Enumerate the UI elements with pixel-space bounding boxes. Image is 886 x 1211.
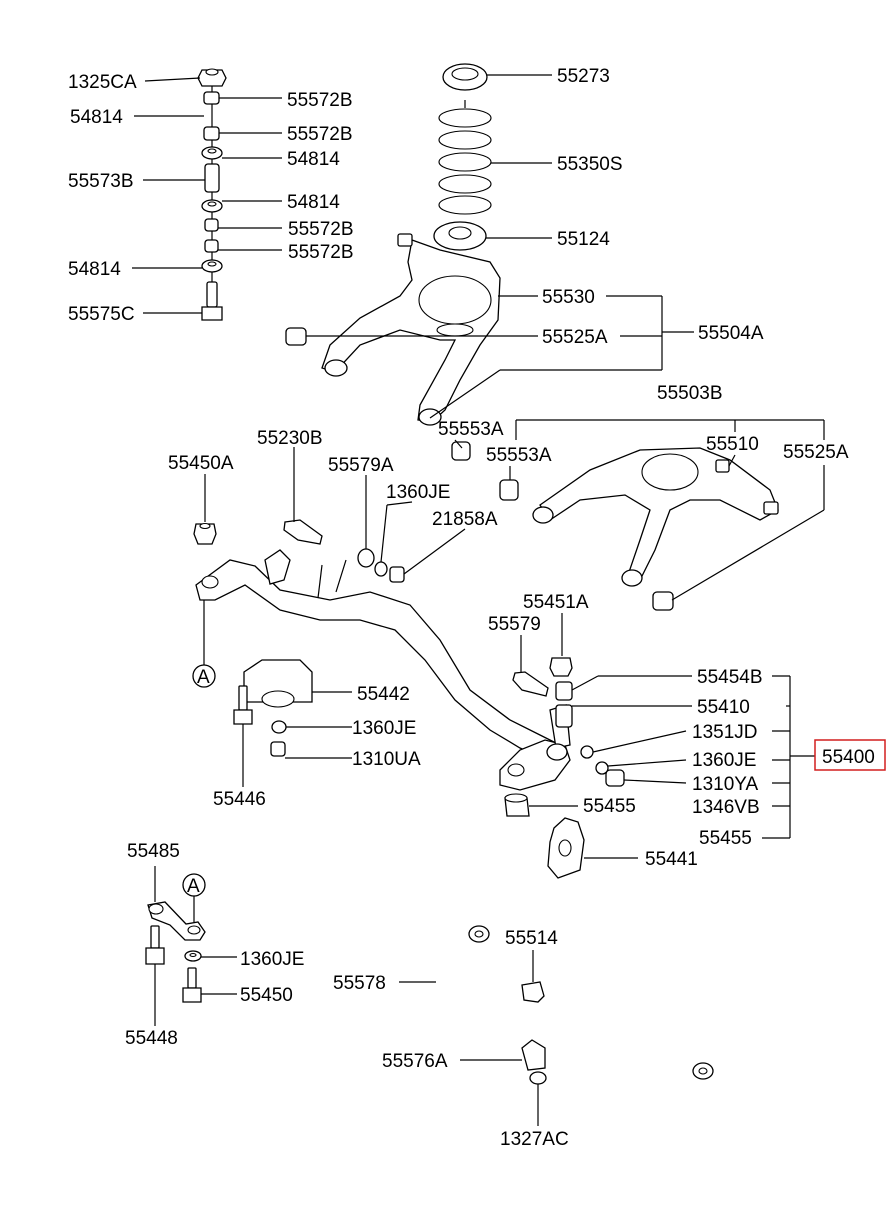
washer-group-upper [357,475,466,583]
label-55576A: 55576A [382,1051,448,1072]
label-54814: 54814 [287,192,340,213]
label-55273: 55273 [557,66,610,87]
label-1346VB: 1346VB [692,797,760,818]
label-55573B: 55573B [68,171,134,192]
coil-spring-assembly [433,63,552,251]
label-55410: 55410 [697,697,750,718]
label-55525A: 55525A [783,442,849,463]
bolt-55230B [283,447,323,545]
label-55451A: 55451A [523,592,589,613]
label-55572B: 55572B [287,90,353,111]
label-55350S: 55350S [557,154,623,175]
label-55455: 55455 [583,796,636,817]
label-1310UA: 1310UA [352,749,421,770]
label-55442: 55442 [357,684,410,705]
label-54814: 54814 [287,149,340,170]
label-55485: 55485 [127,841,180,862]
label-55572B: 55572B [288,242,354,263]
ref-a-top: A [197,667,210,688]
label-1310YA: 1310YA [692,774,759,795]
label-55503B: 55503B [657,383,723,404]
label-55441: 55441 [645,849,698,870]
label-55553A: 55553A [438,419,504,440]
label-55400: 55400 [822,747,875,768]
label-55578: 55578 [333,973,386,994]
label-55450A: 55450A [168,453,234,474]
label-54814: 54814 [68,259,121,280]
label-21858A: 21858A [432,509,498,530]
label-1327AC: 1327AC [500,1129,569,1150]
label-55525A: 55525A [542,327,608,348]
part-labels: 1325CA 54814 55572B 55572B 54814 55573B … [68,66,875,1150]
bushing-group-55400 [504,613,886,879]
label-55446: 55446 [213,789,266,810]
label-55454B: 55454B [697,667,763,688]
label-1360JE: 1360JE [240,949,304,970]
highlight-box [814,739,886,771]
nut-55450A [193,474,217,545]
stabilizer-bar [399,925,714,1126]
link-group-lower-left [145,866,237,1026]
label-55579: 55579 [488,614,541,635]
label-55504A: 55504A [698,323,764,344]
label-55575C: 55575C [68,304,135,325]
label-1325CA: 1325CA [68,72,137,93]
label-55530: 55530 [542,287,595,308]
lower-arm-upper [285,233,694,426]
label-55572B: 55572B [287,124,353,145]
label-55230B: 55230B [257,428,323,449]
label-1360JE: 1360JE [692,750,756,771]
label-55450: 55450 [240,985,293,1006]
label-55514: 55514 [505,928,558,949]
ref-a-circle-top [192,600,216,688]
lower-arm-right [451,419,825,611]
label-1360JE: 1360JE [352,718,416,739]
label-1351JD: 1351JD [692,722,758,743]
fastener-stack [132,68,282,321]
label-55124: 55124 [557,229,610,250]
label-55572B: 55572B [288,219,354,240]
label-55455: 55455 [699,828,752,849]
mount-55442 [233,659,352,787]
ref-a-bottom: A [187,876,200,897]
label-55448: 55448 [125,1028,178,1049]
label-54814: 54814 [70,107,123,128]
label-1360JE: 1360JE [386,482,450,503]
label-55553A: 55553A [486,445,552,466]
label-55579A: 55579A [328,455,394,476]
label-55510: 55510 [706,434,759,455]
